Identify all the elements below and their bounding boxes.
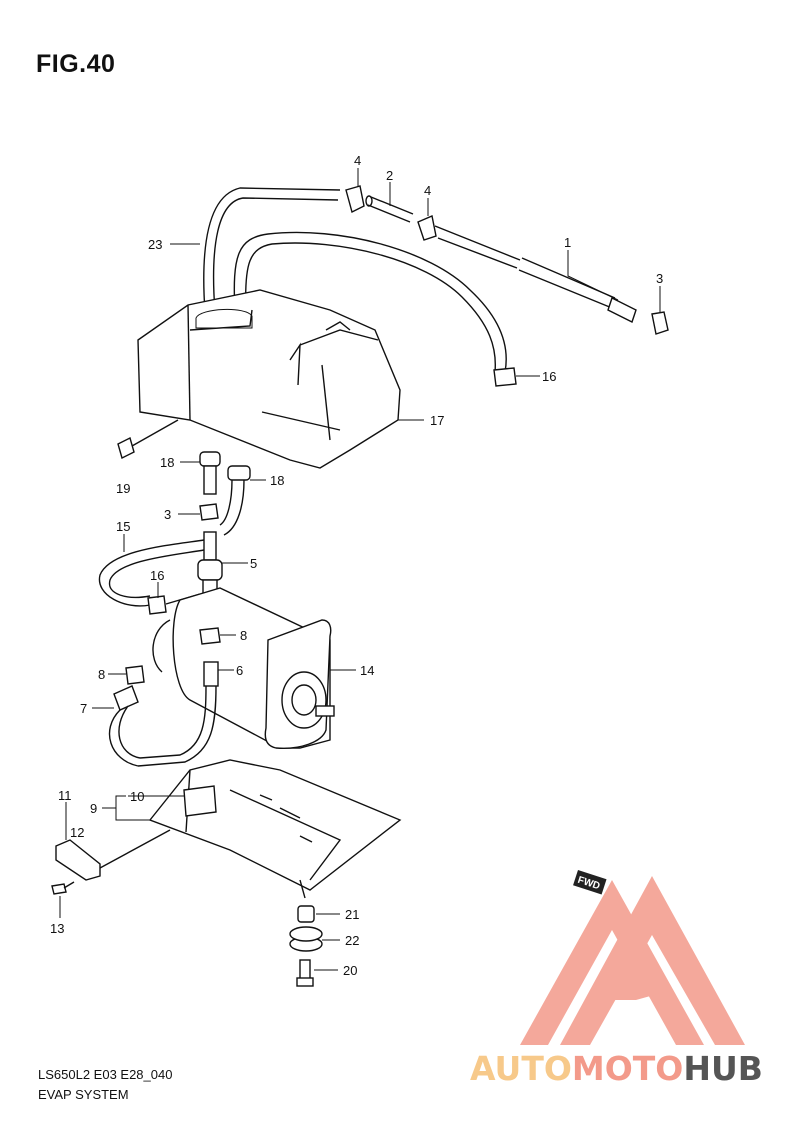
clip-12 xyxy=(55,829,171,881)
hose-1 xyxy=(434,225,637,323)
callout-4: 4 xyxy=(424,183,431,198)
clamp-8b xyxy=(125,665,145,685)
leader-lines xyxy=(59,168,661,971)
callout-17: 17 xyxy=(430,413,444,428)
callout-22: 22 xyxy=(345,933,359,948)
clamp-4a xyxy=(345,185,365,214)
callout-18: 18 xyxy=(270,473,284,488)
figure-title: FIG.40 xyxy=(36,50,116,78)
hose-2 xyxy=(365,195,414,223)
watermark-text: AUTOMOTOHUB xyxy=(470,1049,763,1088)
callout-20: 20 xyxy=(343,963,357,978)
callout-16: 16 xyxy=(150,568,164,583)
callout-6: 6 xyxy=(236,663,243,678)
bolt-20 xyxy=(296,959,314,987)
clamp-16a xyxy=(493,367,517,387)
callout-19: 19 xyxy=(116,481,130,496)
cushion-22 xyxy=(289,926,323,952)
screw-13 xyxy=(51,881,75,895)
hose-15 xyxy=(98,539,205,607)
nipple-6 xyxy=(137,661,219,767)
callout-3: 3 xyxy=(656,271,663,286)
callout-8: 8 xyxy=(98,667,105,682)
callout-3: 3 xyxy=(164,507,171,522)
callout-23: 23 xyxy=(148,237,162,252)
callout-15: 15 xyxy=(116,519,130,534)
callout-9: 9 xyxy=(90,801,97,816)
callout-11: 11 xyxy=(58,788,72,803)
footer-figure-code: LS650L2 E03 E28_040 xyxy=(38,1067,173,1082)
callout-1: 1 xyxy=(564,235,571,250)
callout-5: 5 xyxy=(250,556,257,571)
callout-18: 18 xyxy=(160,455,174,470)
clamp-3b xyxy=(199,503,219,521)
grommet-18b xyxy=(219,465,251,536)
callout-7: 7 xyxy=(80,701,87,716)
callout-14: 14 xyxy=(360,663,374,678)
bracket-9 xyxy=(148,759,402,899)
callout-21: 21 xyxy=(345,907,359,922)
clamp-3a xyxy=(651,311,669,335)
screw-19 xyxy=(117,419,179,460)
hose-7 xyxy=(108,685,141,767)
clamp-8a xyxy=(199,627,221,645)
watermark-logo-mark xyxy=(520,876,745,1045)
bushing-21 xyxy=(297,905,315,923)
hose-23 xyxy=(203,187,507,373)
callout-13: 13 xyxy=(50,921,64,936)
callout-2: 2 xyxy=(386,168,393,183)
canister-cover-17 xyxy=(137,289,401,469)
callout-12: 12 xyxy=(70,825,84,840)
callout-10: 10 xyxy=(130,789,144,804)
charcoal-canister-14 xyxy=(152,587,335,749)
footer-figure-name: EVAP SYSTEM xyxy=(38,1087,129,1102)
fwd-direction-badge: FWD xyxy=(573,870,607,895)
callout-8: 8 xyxy=(240,628,247,643)
grommet-18a xyxy=(199,451,221,495)
callout-4: 4 xyxy=(354,153,361,168)
callout-16: 16 xyxy=(542,369,556,384)
clamp-4b xyxy=(417,215,437,241)
